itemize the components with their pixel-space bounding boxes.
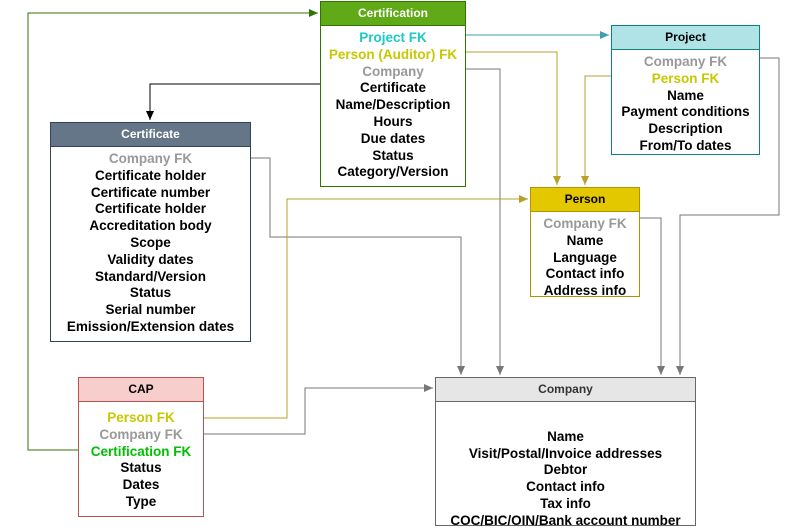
field-row: Validity dates (107, 251, 194, 267)
field-row: Category/Version (337, 164, 449, 180)
field-row: Status (372, 147, 414, 163)
field-row: Contact info (526, 479, 605, 495)
project-header: Project (612, 26, 759, 50)
field-row: Company FK (99, 426, 183, 442)
field-row: Contact info (545, 266, 625, 282)
cap-header: CAP (79, 378, 203, 402)
company-header: Company (436, 378, 695, 402)
field-row: Debtor (543, 462, 588, 478)
field-row: Company FK (108, 151, 193, 166)
edge-cap-company (204, 384, 433, 435)
field-row: Type (125, 493, 157, 509)
field-row: Address info (543, 283, 627, 299)
field-row: Language (553, 249, 617, 265)
edge-certificate-company (251, 157, 465, 375)
field-row: Status (120, 460, 162, 476)
field-row: Visit/Postal/Invoice addresses (468, 445, 663, 461)
field-row: Due dates (360, 130, 426, 146)
field-row: Payment conditions (621, 104, 750, 120)
field-row: Emission/Extension dates (66, 318, 235, 334)
person-header: Person (531, 188, 639, 212)
field-row: Person FK (651, 70, 720, 86)
field-row: Tax info (540, 495, 591, 511)
field-row: Project FK (359, 30, 427, 45)
field-row: Company (362, 63, 424, 79)
edge-cap-certification (27, 9, 318, 451)
field-row: Accreditation body (89, 218, 212, 234)
field-row: Scope (130, 234, 171, 250)
field-row: Name (547, 428, 584, 444)
field-row: Certificate holder (94, 167, 207, 183)
field-row: Person (Auditor) FK (328, 46, 458, 62)
field-row: Company FK (543, 216, 627, 231)
field-row: Standard/Version (94, 268, 207, 284)
field-row: From/To dates (639, 137, 732, 153)
edge-cap-person (204, 195, 528, 419)
certification-header: Certification (321, 2, 465, 26)
field-row: Company FK (643, 54, 728, 69)
field-row: Hours (373, 113, 413, 129)
field-row: Certificate holder (94, 201, 207, 217)
field-row: Serial number (105, 302, 196, 318)
edge-project-company (676, 57, 780, 375)
field-row: Person FK (107, 410, 175, 425)
field-row: Description (648, 121, 723, 137)
edge-certification-company (466, 68, 504, 375)
field-row (436, 412, 695, 429)
edge-certification-certificate (146, 83, 320, 120)
field-row: Name/Description (335, 97, 451, 113)
certificate-header: Certificate (51, 123, 250, 147)
edge-project-person (581, 75, 611, 185)
field-row: Name (667, 87, 704, 103)
edge-person-company (640, 217, 665, 375)
field-row: Name (566, 232, 604, 248)
edge-certification-person (466, 51, 561, 185)
field-row: Certification FK (90, 443, 192, 459)
field-row: Certificate (359, 80, 427, 96)
field-row: Status (129, 285, 172, 301)
field-row: Dates (122, 477, 160, 493)
field-row: Certificate number (90, 184, 211, 200)
field-row: COC/BIC/OIN/Bank account number (450, 512, 681, 528)
